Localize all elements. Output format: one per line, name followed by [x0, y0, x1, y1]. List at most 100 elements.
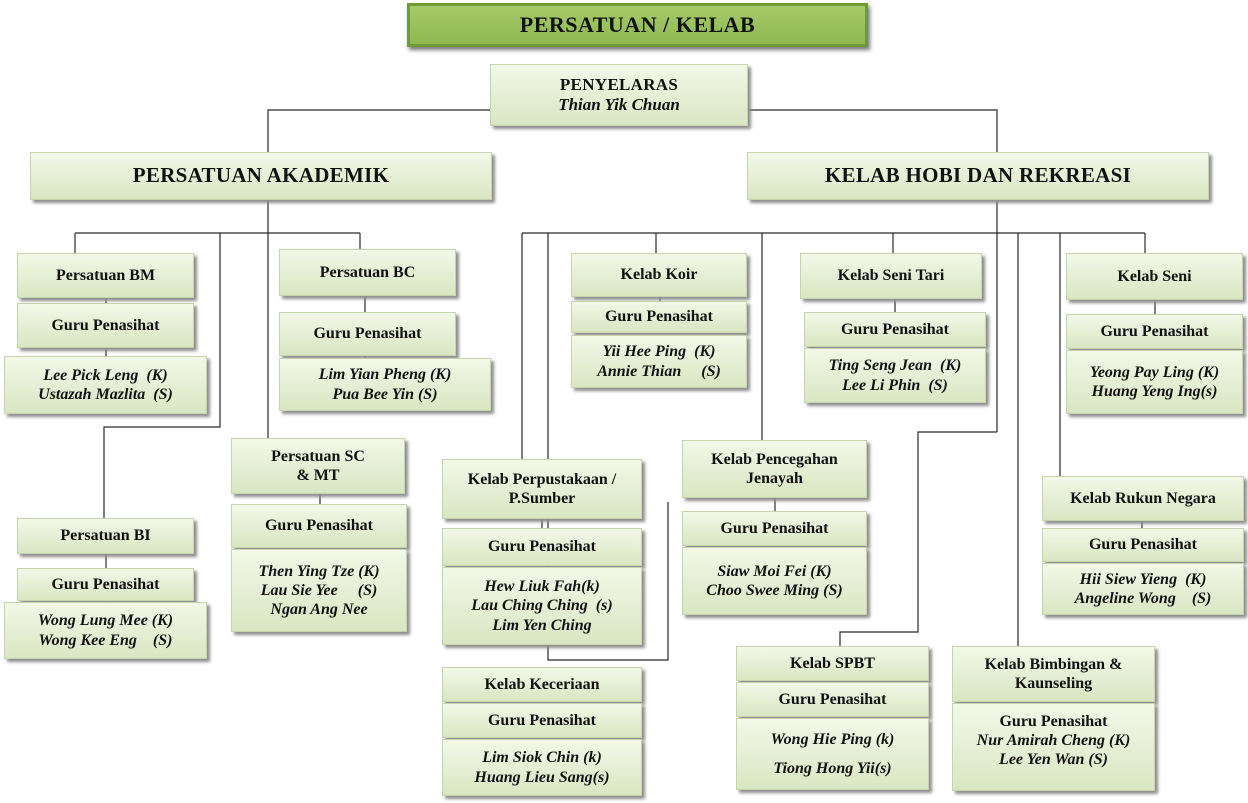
- unit-sc-advisor-header: Guru Penasihat: [231, 504, 407, 548]
- unit-perpus-name-line2: P.Sumber: [508, 490, 576, 507]
- advisor-label: Guru Penasihat: [487, 711, 596, 729]
- advisor-name: Lim Yian Pheng (K): [318, 366, 452, 384]
- unit-bi-advisor-header: Guru Penasihat: [17, 568, 194, 601]
- unit-cegah-name-line1: Kelab Pencegahan: [711, 450, 838, 468]
- unit-rukun-advisors: Hii Siew Yieng (K) Angeline Wong (S): [1042, 563, 1244, 615]
- unit-bc-title: Persatuan BC: [279, 249, 456, 296]
- unit-seni-title: Kelab Seni: [1066, 253, 1243, 300]
- group-academic: PERSATUAN AKADEMIK: [30, 152, 492, 200]
- advisor-label: Guru Penasihat: [720, 519, 829, 537]
- group-hobby-label: KELAB HOBI DAN REKREASI: [824, 163, 1132, 188]
- advisor-name: Lee Pick Leng (K): [43, 366, 168, 384]
- advisor-name: Lim Yen Ching: [492, 616, 592, 634]
- coordinator-name: Thian Yik Chuan: [558, 95, 680, 114]
- advisor-label: Guru Penasihat: [313, 325, 422, 343]
- unit-perpus-name-line1: Kelab Perpustakaan /: [467, 470, 617, 488]
- unit-cegah-title: Kelab Pencegahan Jenayah: [682, 440, 867, 498]
- advisor-label: Guru Penasihat: [1088, 536, 1197, 554]
- unit-cegah-advisors: Siaw Moi Fei (K) Choo Swee Ming (S): [682, 547, 867, 615]
- unit-bi-name: Persatuan BI: [60, 527, 151, 545]
- advisor-name: Nur Amirah Cheng (K): [976, 732, 1131, 750]
- unit-ceria-name: Kelab Keceriaan: [484, 675, 600, 693]
- advisor-label: Guru Penasihat: [264, 517, 373, 535]
- advisor-name: Huang Yeng Ing(s): [1091, 383, 1218, 400]
- unit-seni-name: Kelab Seni: [1117, 267, 1192, 285]
- unit-bm-advisor-header: Guru Penasihat: [17, 303, 194, 348]
- advisor-label: Guru Penasihat: [999, 713, 1108, 730]
- advisor-name: Angeline Wong (S): [1074, 590, 1212, 607]
- unit-perpus-advisor-header: Guru Penasihat: [442, 528, 642, 566]
- unit-spbt-title: Kelab SPBT: [736, 646, 929, 681]
- unit-spbt-advisors: Wong Hie Ping (k) Tiong Hong Yii(s): [736, 718, 929, 790]
- unit-sc-title: Persatuan SC & MT: [231, 438, 405, 494]
- advisor-label: Guru Penasihat: [51, 575, 160, 593]
- unit-bimbingan-advisor-block: Guru Penasihat Nur Amirah Cheng (K) Lee …: [952, 703, 1155, 791]
- page-title: PERSATUAN / KELAB: [407, 3, 868, 47]
- advisor-name: Yii Hee Ping (K): [602, 343, 716, 361]
- group-academic-label: PERSATUAN AKADEMIK: [132, 163, 390, 188]
- unit-ceria-advisor-header: Guru Penasihat: [442, 703, 642, 738]
- unit-bm-name: Persatuan BM: [55, 266, 156, 284]
- advisor-name: Then Ying Tze (K): [258, 562, 380, 580]
- advisor-name: Ustazah Mazlita (S): [38, 386, 173, 403]
- advisor-name: Hii Siew Yieng (K): [1079, 570, 1207, 588]
- advisor-label: Guru Penasihat: [840, 320, 949, 338]
- unit-sc-name-line2: & MT: [296, 467, 340, 484]
- unit-bm-title: Persatuan BM: [17, 253, 194, 298]
- unit-spbt-advisor-header: Guru Penasihat: [736, 682, 929, 717]
- unit-bimbingan-name-line2: Kaunseling: [1014, 675, 1093, 692]
- advisor-name: Tiong Hong Yii(s): [773, 760, 892, 777]
- unit-bc-advisors: Lim Yian Pheng (K) Pua Bee Yin (S): [279, 358, 491, 411]
- advisor-name: Hew Liuk Fah(k): [484, 578, 600, 596]
- advisor-name: Annie Thian (S): [597, 362, 721, 380]
- advisor-name: Wong Hie Ping (k): [770, 730, 895, 748]
- unit-koir-advisor-header: Guru Penasihat: [571, 301, 747, 333]
- unit-koir-name: Kelab Koir: [620, 266, 698, 284]
- unit-bi-title: Persatuan BI: [17, 518, 194, 554]
- unit-koir-title: Kelab Koir: [571, 253, 747, 297]
- unit-rukun-title: Kelab Rukun Negara: [1042, 476, 1244, 521]
- advisor-name: Pua Bee Yin (S): [332, 385, 438, 403]
- advisor-label: Guru Penasihat: [604, 308, 713, 326]
- unit-bc-name: Persatuan BC: [319, 263, 416, 281]
- page-title-text: PERSATUAN / KELAB: [519, 11, 756, 37]
- unit-seni-advisors: Yeong Pay Ling (K) Huang Yeng Ing(s): [1066, 350, 1243, 414]
- coordinator-title: PENYELARAS: [559, 74, 679, 94]
- advisor-name: Ngan Ang Nee: [270, 601, 368, 619]
- unit-ceria-advisors: Lim Siok Chin (k) Huang Lieu Sang(s): [442, 739, 642, 796]
- advisor-name: Siaw Moi Fei (K): [717, 562, 832, 580]
- advisor-name: Lee Li Phin (S): [842, 376, 948, 394]
- advisor-label: Guru Penasihat: [1100, 322, 1209, 340]
- unit-tari-name: Kelab Seni Tari: [837, 267, 945, 285]
- advisor-label: Guru Penasihat: [51, 316, 160, 334]
- unit-bimbingan-name-line1: Kelab Bimbingan &: [984, 655, 1123, 673]
- group-hobby: KELAB HOBI DAN REKREASI: [747, 152, 1209, 200]
- advisor-label: Guru Penasihat: [778, 690, 887, 708]
- unit-bc-advisor-header: Guru Penasihat: [279, 312, 456, 356]
- unit-rukun-advisor-header: Guru Penasihat: [1042, 528, 1244, 562]
- advisor-label: Guru Penasihat: [487, 538, 596, 556]
- unit-cegah-name-line2: Jenayah: [746, 470, 803, 487]
- unit-perpus-advisors: Hew Liuk Fah(k) Lau Ching Ching (s) Lim …: [442, 567, 642, 645]
- unit-sc-advisors: Then Ying Tze (K) Lau Sie Yee (S) Ngan A…: [231, 549, 407, 632]
- unit-spbt-name: Kelab SPBT: [790, 654, 875, 672]
- advisor-name: Lau Ching Ching (s): [471, 597, 613, 615]
- unit-bm-advisors: Lee Pick Leng (K) Ustazah Mazlita (S): [4, 356, 207, 414]
- advisor-name: Yeong Pay Ling (K): [1089, 363, 1220, 381]
- unit-bimbingan-title: Kelab Bimbingan & Kaunseling: [952, 646, 1155, 702]
- unit-cegah-advisor-header: Guru Penasihat: [682, 511, 867, 546]
- unit-ceria-title: Kelab Keceriaan: [442, 667, 642, 702]
- unit-tari-title: Kelab Seni Tari: [800, 253, 982, 299]
- unit-sc-name-line1: Persatuan SC: [271, 447, 365, 465]
- unit-perpus-title: Kelab Perpustakaan / P.Sumber: [442, 459, 642, 519]
- advisor-name: Ting Seng Jean (K): [828, 357, 962, 375]
- unit-seni-advisor-header: Guru Penasihat: [1066, 314, 1243, 349]
- advisor-name: Lau Sie Yee (S): [260, 581, 378, 599]
- coordinator-box: PENYELARAS Thian Yik Chuan: [490, 64, 748, 126]
- unit-tari-advisors: Ting Seng Jean (K) Lee Li Phin (S): [804, 348, 986, 403]
- unit-koir-advisors: Yii Hee Ping (K) Annie Thian (S): [571, 335, 747, 388]
- unit-rukun-name: Kelab Rukun Negara: [1070, 489, 1216, 507]
- advisor-name: Wong Kee Eng (S): [38, 631, 173, 649]
- advisor-name: Huang Lieu Sang(s): [474, 768, 610, 786]
